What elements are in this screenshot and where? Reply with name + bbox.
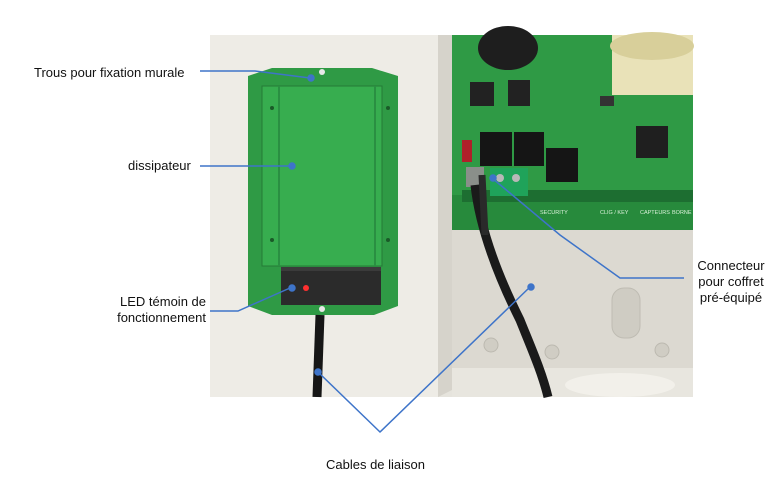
label-led: LED témoin de fonctionnement (108, 294, 206, 326)
silkscreen-clig-key: CLIG / KEY (600, 210, 629, 216)
silkscreen-capteurs: CAPTEURS (640, 210, 670, 216)
label-mounting-holes: Trous pour fixation murale (34, 65, 185, 80)
silkscreen-borne: BORNE (672, 210, 692, 216)
label-connector-line2: pour coffret (698, 274, 764, 289)
label-connector-line3: pré-équipé (699, 290, 763, 305)
led-indicator (303, 285, 309, 291)
label-led-line2: fonctionnement (117, 310, 206, 325)
label-connector: Connecteur pour coffret pré-équipé (688, 258, 774, 306)
heatsink (261, 85, 383, 267)
silkscreen-security: SECURITY (540, 210, 568, 216)
controller-board: SECURITY CLIG / KEY CAPTEURS BORNE (452, 26, 694, 230)
module-cable (312, 314, 325, 398)
callout-lines (200, 70, 684, 434)
label-connector-line1: Connecteur (697, 258, 765, 273)
label-cables: Cables de liaison (326, 457, 426, 472)
label-heatsink: dissipateur (128, 158, 191, 173)
led-window (281, 267, 381, 305)
heatsink-module (248, 68, 398, 315)
label-led-line1: LED témoin de (120, 294, 206, 309)
